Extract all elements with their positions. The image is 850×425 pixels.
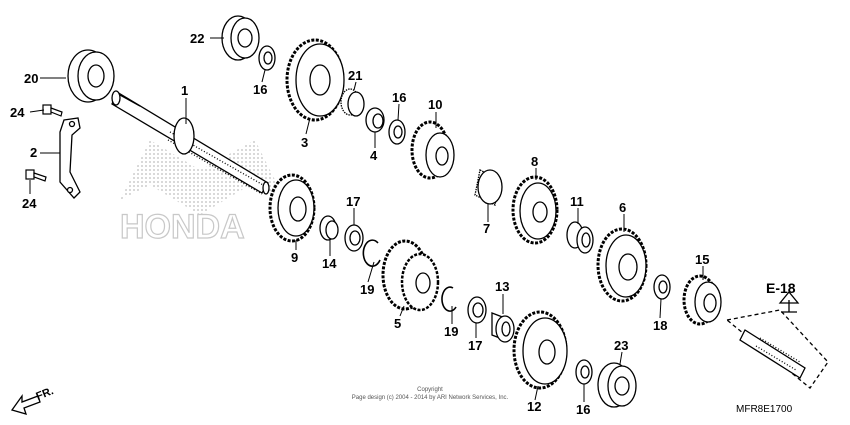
- callout-2: 2: [30, 145, 38, 160]
- callout-24-upper: 24: [10, 105, 25, 120]
- bearing-23: [597, 362, 637, 408]
- callout-9: 9: [291, 250, 299, 265]
- leader-lines: [29, 37, 704, 402]
- mainshaft: [111, 90, 270, 195]
- collar-11: [566, 221, 594, 254]
- callout-4: 4: [370, 148, 378, 163]
- callout-24-lower: 24: [22, 196, 37, 211]
- front-direction-arrow: [10, 393, 41, 415]
- copyright-notice: Copyright Page design (c) 2004 - 2014 by…: [330, 386, 530, 402]
- callout-11: 11: [570, 194, 584, 209]
- copyright-line-1: Copyright: [417, 387, 443, 393]
- callout-6: 6: [619, 200, 627, 215]
- washer-16-mid: [388, 119, 406, 145]
- bushing-13: [491, 312, 515, 343]
- callout-17-right: 17: [468, 338, 483, 353]
- countershaft-reference: [725, 290, 829, 389]
- callout-17-left: 17: [346, 194, 361, 209]
- e-18-reference-label: E-18: [766, 280, 796, 296]
- diagram-code: MFR8E1700: [736, 404, 793, 415]
- callout-13: 13: [495, 279, 510, 294]
- washer-17-right: [467, 296, 487, 324]
- copyright-line-2: Page design (c) 2004 - 2014 by ARI Netwo…: [351, 395, 509, 401]
- gear-15: [682, 274, 722, 326]
- circlip-19-right: [441, 286, 457, 312]
- callout-18: 18: [653, 318, 668, 333]
- bracket-2: [59, 117, 81, 199]
- washer-17-left: [344, 224, 364, 252]
- bearing-20: [67, 49, 115, 103]
- honda-watermark-logo: HONDA: [119, 140, 285, 247]
- callout-15: 15: [695, 252, 710, 267]
- callout-1: 1: [181, 83, 189, 98]
- callout-12: 12: [527, 399, 542, 414]
- callout-19-right: 19: [444, 324, 459, 339]
- callout-8: 8: [531, 154, 539, 169]
- gear-8: [511, 175, 559, 245]
- needle-bearing-7: [474, 169, 503, 206]
- callout-21: 21: [348, 68, 363, 83]
- gear-5: [381, 239, 440, 312]
- callout-5: 5: [394, 316, 402, 331]
- circlip-19-left: [362, 239, 381, 267]
- gear-10: [410, 120, 455, 180]
- washer-16-top: [258, 45, 276, 71]
- gear-3: [285, 38, 345, 122]
- callout-16-top: 16: [253, 82, 268, 97]
- callout-16-bottom: 16: [576, 402, 591, 417]
- callout-3: 3: [301, 135, 309, 150]
- callout-20: 20: [24, 71, 39, 86]
- bolt-24-lower: [25, 169, 47, 182]
- gear-9: [268, 173, 316, 243]
- bearing-22: [221, 15, 260, 61]
- callout-23: 23: [614, 338, 629, 353]
- watermark-text: HONDA: [120, 208, 245, 246]
- callout-14: 14: [322, 256, 337, 271]
- bushing-14: [319, 215, 339, 241]
- callout-16-mid: 16: [392, 90, 407, 105]
- callout-19-left: 19: [360, 282, 375, 297]
- washer-16-bottom: [575, 359, 593, 385]
- needle-bearing-21: [340, 88, 365, 117]
- callout-7: 7: [483, 221, 491, 236]
- washer-18: [653, 274, 671, 300]
- collar-4: [365, 107, 385, 133]
- gear-12: [512, 310, 568, 390]
- callout-22: 22: [190, 31, 205, 46]
- gear-6: [596, 227, 648, 303]
- bolt-24-upper: [42, 104, 63, 117]
- callout-10: 10: [428, 97, 443, 112]
